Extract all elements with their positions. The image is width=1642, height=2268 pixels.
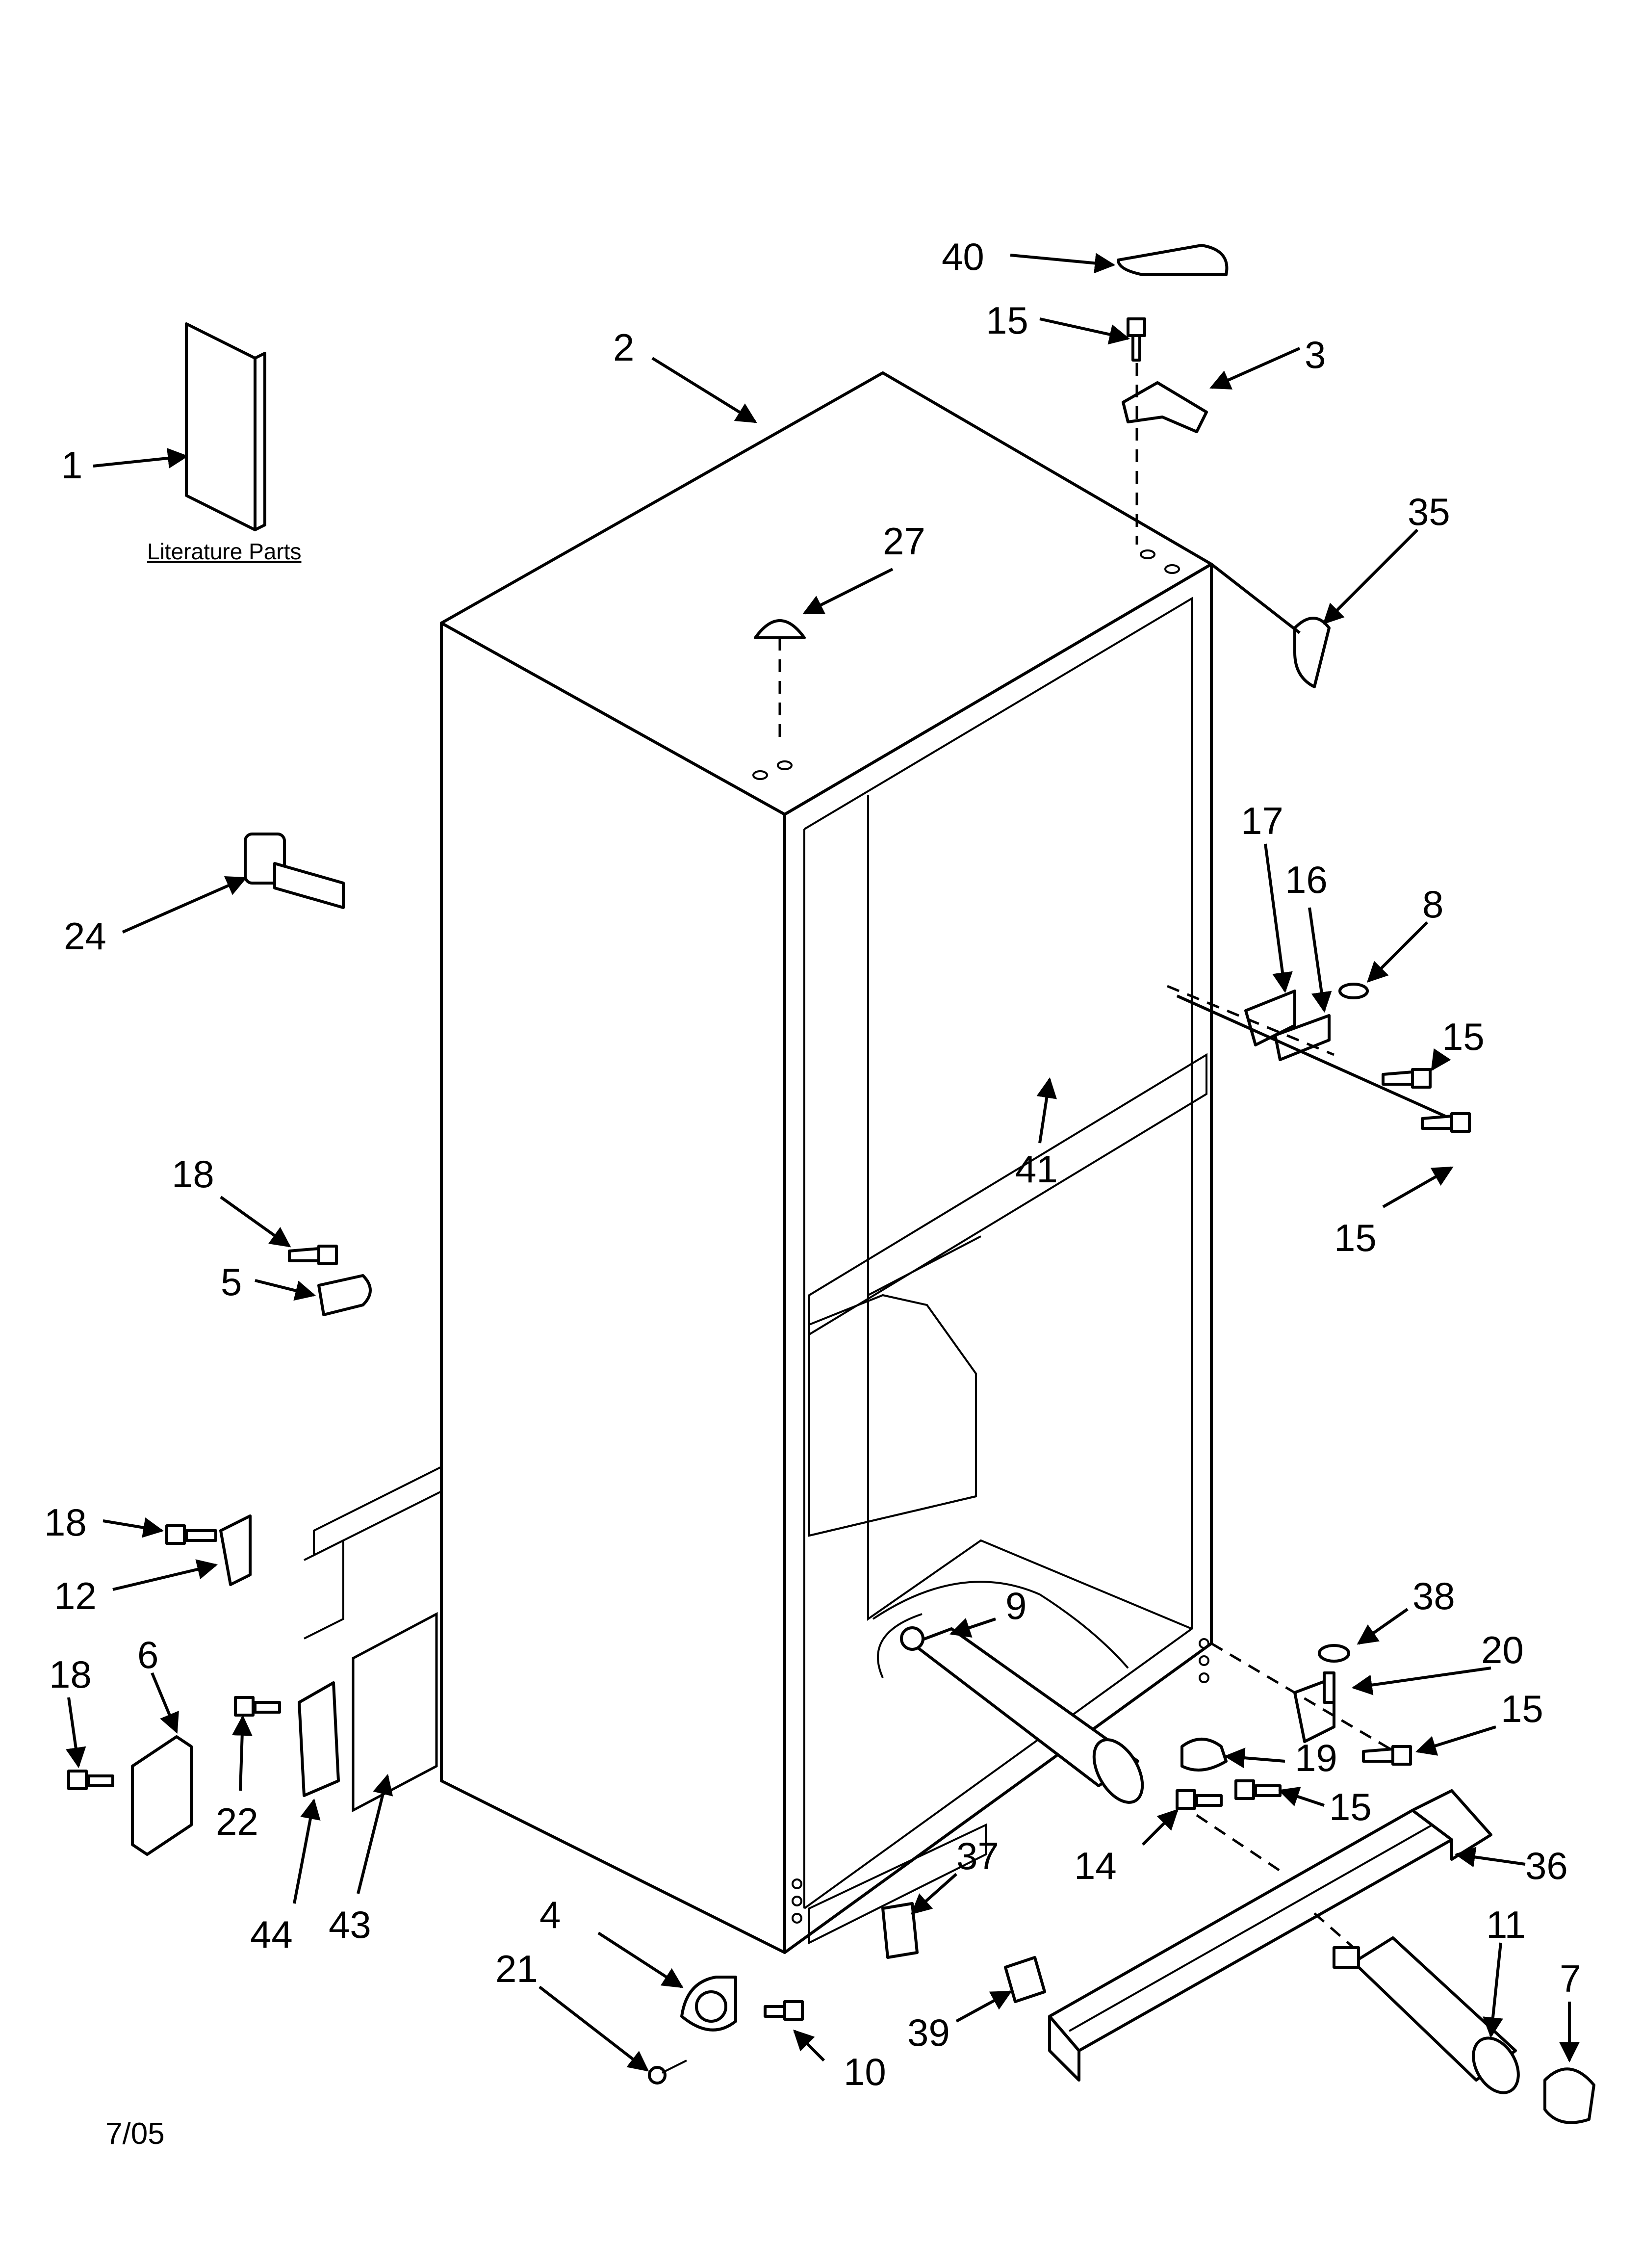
callout-6: 6 xyxy=(137,1633,158,1676)
callout-20: 20 xyxy=(1481,1628,1524,1671)
part-9-water-filter-housing xyxy=(872,1581,1144,1804)
callout-10: 10 xyxy=(844,2050,886,2093)
callout-36: 36 xyxy=(1525,1844,1568,1887)
part-11-water-filter-cartridge xyxy=(1333,1936,1520,2094)
part-39-clip xyxy=(1004,1956,1046,2003)
part-24-bushing xyxy=(244,833,345,909)
callout-1: 1 xyxy=(61,443,82,487)
callout-15d: 15 xyxy=(1501,1687,1543,1730)
literature-parts-booklet xyxy=(185,322,266,531)
part-44-bracket xyxy=(298,1681,340,1797)
callout-44: 44 xyxy=(250,1913,293,1956)
callout-15c: 15 xyxy=(1334,1216,1377,1259)
leader-lines xyxy=(65,253,1580,2072)
callout-24: 24 xyxy=(64,914,106,958)
callout-41: 41 xyxy=(1015,1147,1058,1191)
part-5-clamp xyxy=(317,1274,372,1316)
part-37-clip xyxy=(881,1902,919,1959)
part-22-screw xyxy=(234,1696,281,1717)
callout-11: 11 xyxy=(1486,1903,1526,1946)
part-36-filter-base-grille xyxy=(1048,1789,1492,2082)
callout-21: 21 xyxy=(495,1947,538,1990)
part-38-washer xyxy=(1318,1644,1350,1663)
part-15-screw-mid-a xyxy=(1382,1068,1432,1089)
part-40-cap xyxy=(1117,244,1229,276)
callout-9: 9 xyxy=(1005,1584,1026,1627)
part-15-screw-mid-b xyxy=(1421,1112,1471,1133)
part-4-roller-assembly xyxy=(680,1976,737,2032)
part-18-screw-hinge xyxy=(165,1524,217,1545)
callout-17: 17 xyxy=(1241,799,1283,842)
callout-19: 19 xyxy=(1295,1736,1337,1779)
callout-16: 16 xyxy=(1285,858,1328,901)
part-21-pin xyxy=(648,2059,687,2085)
callout-37: 37 xyxy=(956,1834,999,1877)
part-7-filter-cap xyxy=(1543,2067,1595,2124)
part-15-screw-lower-a xyxy=(1362,1745,1412,1766)
part-17-bracket xyxy=(1244,990,1331,1061)
part-43-insulation xyxy=(352,1612,438,1813)
part-15-screw-lower-b xyxy=(1234,1779,1282,1800)
callout-40: 40 xyxy=(942,235,984,278)
callout-18a: 18 xyxy=(172,1152,214,1196)
callout-8: 8 xyxy=(1422,883,1443,926)
part-10-screw xyxy=(764,2000,804,2021)
callout-18c: 18 xyxy=(49,1653,92,1696)
callout-7: 7 xyxy=(1560,1957,1581,2000)
part-19-clamp xyxy=(1180,1738,1228,1772)
callout-15b: 15 xyxy=(1442,1015,1485,1058)
callout-15a: 15 xyxy=(986,299,1028,342)
part-3-bracket xyxy=(1122,381,1208,433)
callout-3: 3 xyxy=(1305,333,1326,376)
part-15-screw-top xyxy=(1127,317,1146,362)
callout-38: 38 xyxy=(1412,1574,1455,1617)
callout-27: 27 xyxy=(883,520,925,563)
part-6-hinge-cover xyxy=(131,1735,193,1856)
part-20-hinge-bracket xyxy=(1293,1671,1335,1743)
callout-14: 14 xyxy=(1074,1844,1117,1887)
callout-12: 12 xyxy=(54,1574,97,1617)
callout-labels: 1 Literature Parts 2 3 40 15 35 27 24 17… xyxy=(44,235,1581,2151)
revision-date: 7/05 xyxy=(105,2117,165,2151)
callout-5: 5 xyxy=(221,1260,242,1303)
part-12-hinge-plate xyxy=(219,1514,252,1586)
callout-22: 22 xyxy=(216,1800,258,1843)
part-18-screw-upper xyxy=(288,1245,338,1265)
part-27-plug xyxy=(754,619,806,746)
callout-2: 2 xyxy=(613,326,634,369)
part-18-screw-left xyxy=(67,1770,114,1790)
callout-35: 35 xyxy=(1408,490,1450,533)
callout-39: 39 xyxy=(907,2011,950,2054)
part-14-screw xyxy=(1176,1789,1223,1810)
cabinet xyxy=(440,371,1213,1954)
callout-18b: 18 xyxy=(44,1501,87,1544)
part-35-clip xyxy=(1293,617,1331,688)
callout-15e: 15 xyxy=(1329,1785,1372,1828)
part-8-washer xyxy=(1338,983,1369,999)
callout-43: 43 xyxy=(329,1903,371,1946)
callout-4: 4 xyxy=(539,1893,561,1936)
literature-label: Literature Parts xyxy=(147,539,301,564)
